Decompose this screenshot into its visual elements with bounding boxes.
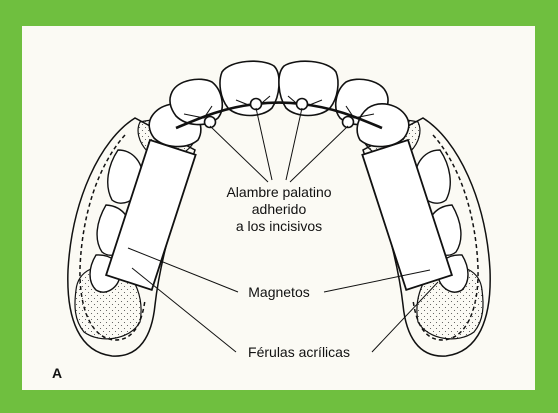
panel-letter: A [52,365,62,381]
anterior-teeth [149,61,409,146]
splint-leader-lines [132,268,438,352]
wire-label-line3: a los incisivos [236,218,322,234]
left-central-incisor [220,61,279,115]
magnets-label: Magnetos [248,284,309,300]
wire-label-line1: Alambre palatino [226,184,331,200]
wire-leader-lines [210,108,348,182]
right-canine [357,104,409,147]
wire-label-line2: adherido [252,201,307,217]
splints-label: Férulas acrílicas [248,344,350,360]
right-central-incisor [279,61,338,115]
